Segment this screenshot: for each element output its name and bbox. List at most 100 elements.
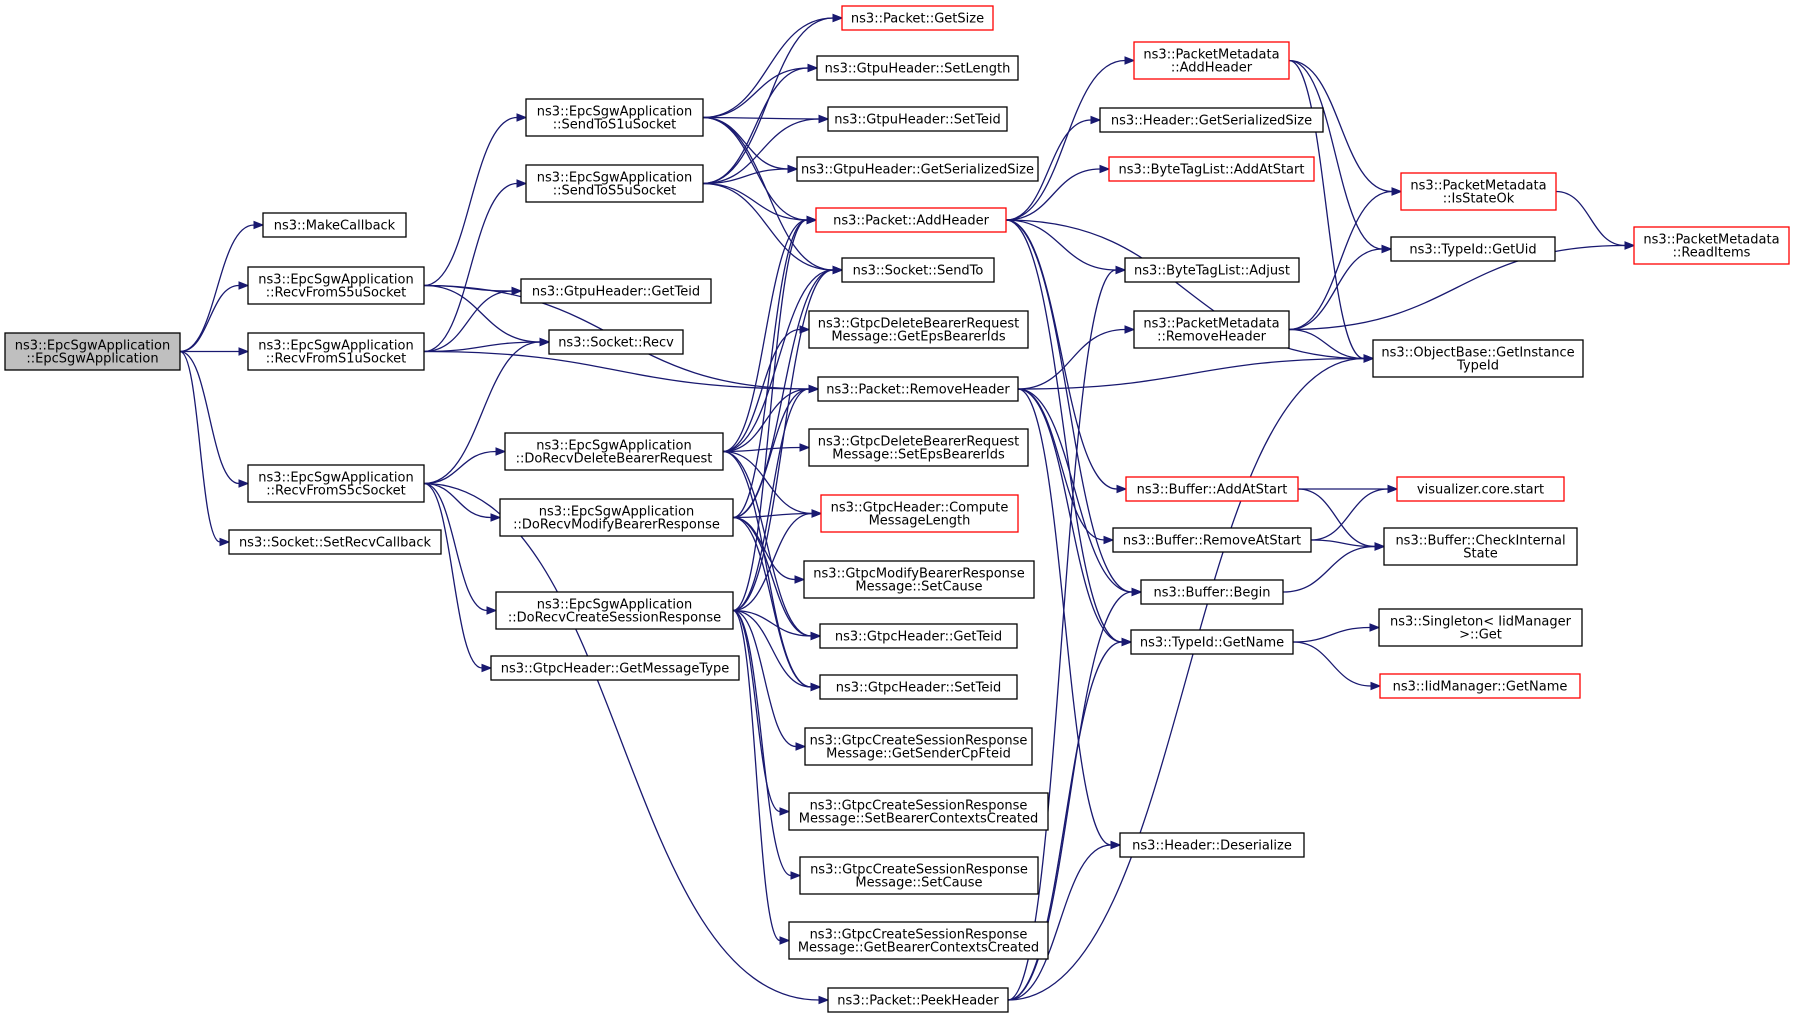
call-edge-pmaddheader-to-objgetinstance: [1288, 59, 1365, 360]
node-makecb[interactable]: ns3::MakeCallback: [262, 212, 407, 238]
node-label: ns3::Singleton< IidManager: [1390, 615, 1572, 630]
edge-arrowhead: [787, 164, 799, 174]
call-edge-dodelete-to-gtpcgetteid: [722, 450, 812, 637]
edge-arrowhead: [1374, 542, 1386, 551]
call-edge-s5c-to-peekheader: [423, 482, 820, 1001]
call-edge-sends1u-to-sendto: [702, 116, 834, 271]
node-root[interactable]: ns3::EpcSgwApplication::EpcSgwApplicatio…: [4, 332, 181, 371]
node-pmisstateok[interactable]: ns3::PacketMetadata::IsStateOk: [1400, 172, 1557, 211]
call-edge-sends1u-to-getsize: [702, 17, 834, 119]
node-box: [1130, 629, 1294, 655]
node-bufremovestart[interactable]: ns3::Buffer::RemoveAtStart: [1112, 527, 1312, 553]
node-iidgetname[interactable]: ns3::IidManager::GetName: [1379, 673, 1581, 699]
node-box: [1378, 608, 1583, 647]
node-getbearerctx[interactable]: ns3::GtpcCreateSessionResponseMessage::G…: [788, 921, 1049, 960]
edge-arrowhead: [1363, 354, 1375, 363]
node-s5c[interactable]: ns3::EpcSgwApplication::RecvFromS5cSocke…: [247, 464, 425, 503]
node-s5u[interactable]: ns3::EpcSgwApplication::RecvFromS5uSocke…: [247, 266, 425, 305]
call-edge-domodify-to-gtpcsetteid: [732, 516, 812, 688]
node-cssetcause[interactable]: ns3::GtpcCreateSessionResponseMessage::S…: [799, 856, 1039, 895]
node-label: ns3::GtpuHeader::SetLength: [825, 62, 1011, 77]
node-box: [548, 329, 684, 355]
node-label: ns3::Buffer::RemoveAtStart: [1123, 534, 1301, 549]
node-getepsids[interactable]: ns3::GtpcDeleteBearerRequestMessage::Get…: [808, 310, 1029, 349]
node-vizstart[interactable]: visualizer.core.start: [1396, 476, 1565, 502]
call-edge-root-to-s5u: [179, 284, 240, 353]
node-typeidgetuid[interactable]: ns3::TypeId::GetUid: [1390, 236, 1556, 262]
node-box: [808, 428, 1029, 467]
node-getsendercp[interactable]: ns3::GtpcCreateSessionResponseMessage::G…: [804, 727, 1033, 766]
node-pmaddheader[interactable]: ns3::PacketMetadata::AddHeader: [1133, 41, 1290, 80]
node-gtpugetteid[interactable]: ns3::GtpuHeader::GetTeid: [520, 278, 712, 304]
node-label: >::Get: [1459, 628, 1502, 643]
node-label: ::DoRecvCreateSessionResponse: [508, 611, 721, 626]
node-pmreaditems[interactable]: ns3::PacketMetadata::ReadItems: [1633, 226, 1790, 265]
node-gtpugetser[interactable]: ns3::GtpuHeader::GetSerializedSize: [796, 156, 1039, 182]
node-peekheader[interactable]: ns3::Packet::PeekHeader: [827, 987, 1009, 1013]
node-docreate[interactable]: ns3::EpcSgwApplication::DoRecvCreateSess…: [495, 591, 734, 630]
node-modsetcause[interactable]: ns3::GtpcModifyBearerResponseMessage::Se…: [803, 560, 1035, 599]
node-box: [1396, 476, 1565, 502]
node-label: ns3::ObjectBase::GetInstance: [1381, 346, 1574, 361]
edge-arrowhead: [539, 337, 551, 347]
node-sends1u[interactable]: ns3::EpcSgwApplication::SendToS1uSocket: [525, 98, 704, 137]
node-s1u[interactable]: ns3::EpcSgwApplication::RecvFromS1uSocke…: [247, 332, 425, 371]
node-box: [816, 55, 1019, 81]
node-dodelete[interactable]: ns3::EpcSgwApplication::DoRecvDeleteBear…: [504, 432, 724, 471]
node-removeheader[interactable]: ns3::Packet::RemoveHeader: [817, 376, 1019, 402]
node-sends5u[interactable]: ns3::EpcSgwApplication::SendToS5uSocket: [525, 164, 704, 203]
node-label: ::RecvFromS5uSocket: [266, 286, 407, 301]
node-hdrgetser[interactable]: ns3::Header::GetSerializedSize: [1099, 107, 1324, 133]
edge-arrowhead: [1116, 484, 1128, 494]
call-edge-s5c-to-dodelete: [423, 450, 497, 485]
node-label: ns3::EpcSgwApplication: [537, 105, 692, 120]
call-edge-pmremoveheader-to-objgetinstance: [1288, 328, 1365, 360]
call-edge-docreate-to-sendto: [732, 269, 834, 612]
node-singletonget[interactable]: ns3::Singleton< IidManager>::Get: [1378, 608, 1583, 647]
edge-arrowhead: [1099, 164, 1111, 174]
node-sendto[interactable]: ns3::Socket::SendTo: [841, 257, 995, 283]
call-edge-s5c-to-domodify: [423, 482, 492, 519]
node-bufbegin[interactable]: ns3::Buffer::Begin: [1140, 579, 1284, 605]
node-setepsids[interactable]: ns3::GtpcDeleteBearerRequestMessage::Set…: [808, 428, 1029, 467]
node-typeidgetname[interactable]: ns3::TypeId::GetName: [1130, 629, 1294, 655]
edge-arrowhead: [779, 807, 791, 816]
node-gtpusetteid[interactable]: ns3::GtpuHeader::SetTeid: [827, 106, 1008, 132]
node-setlength[interactable]: ns3::GtpuHeader::SetLength: [816, 55, 1019, 81]
node-bufaddstart[interactable]: ns3::Buffer::AddAtStart: [1125, 476, 1299, 502]
node-btladdstart[interactable]: ns3::ByteTagList::AddAtStart: [1108, 156, 1315, 182]
node-btladjust[interactable]: ns3::ByteTagList::Adjust: [1124, 257, 1300, 283]
node-box: [4, 332, 181, 371]
call-edge-removeheader-to-typeidgetname: [1017, 388, 1123, 643]
node-label: ns3::EpcSgwApplication: [15, 339, 170, 354]
node-box: [1112, 527, 1312, 553]
node-recv[interactable]: ns3::Socket::Recv: [548, 329, 684, 355]
node-setrecv[interactable]: ns3::Socket::SetRecvCallback: [228, 529, 442, 555]
node-addheader[interactable]: ns3::Packet::AddHeader: [815, 207, 1007, 233]
node-box: [796, 156, 1039, 182]
node-box: [228, 529, 442, 555]
node-domodify[interactable]: ns3::EpcSgwApplication::DoRecvModifyBear…: [499, 498, 734, 537]
node-getsize[interactable]: ns3::Packet::GetSize: [841, 5, 994, 31]
call-edge-addheader-to-bufbegin: [1005, 219, 1133, 593]
node-box: [1133, 310, 1290, 349]
node-label: ns3::GtpuHeader::GetTeid: [532, 285, 700, 300]
node-gtpcsetteid[interactable]: ns3::GtpcHeader::SetTeid: [819, 674, 1018, 700]
call-edge-sends5u-to-addheader: [702, 182, 808, 221]
node-hdrdeser[interactable]: ns3::Header::Deserialize: [1119, 832, 1305, 858]
call-edge-peekheader-to-objgetinstance: [1007, 357, 1365, 1001]
node-box: [247, 266, 425, 305]
node-gtpcgetteid[interactable]: ns3::GtpcHeader::GetTeid: [819, 623, 1018, 649]
node-box: [827, 987, 1009, 1013]
node-box: [804, 727, 1033, 766]
node-label: Message::SetEpsBearerIds: [832, 448, 1005, 463]
edge-arrowhead: [806, 215, 818, 225]
node-pmremoveheader[interactable]: ns3::PacketMetadata::RemoveHeader: [1133, 310, 1290, 349]
node-setbearerctx[interactable]: ns3::GtpcCreateSessionResponseMessage::S…: [788, 792, 1049, 831]
node-gtpcgetmsgtype[interactable]: ns3::GtpcHeader::GetMessageType: [490, 655, 740, 681]
node-label: ns3::Packet::RemoveHeader: [826, 383, 1010, 398]
